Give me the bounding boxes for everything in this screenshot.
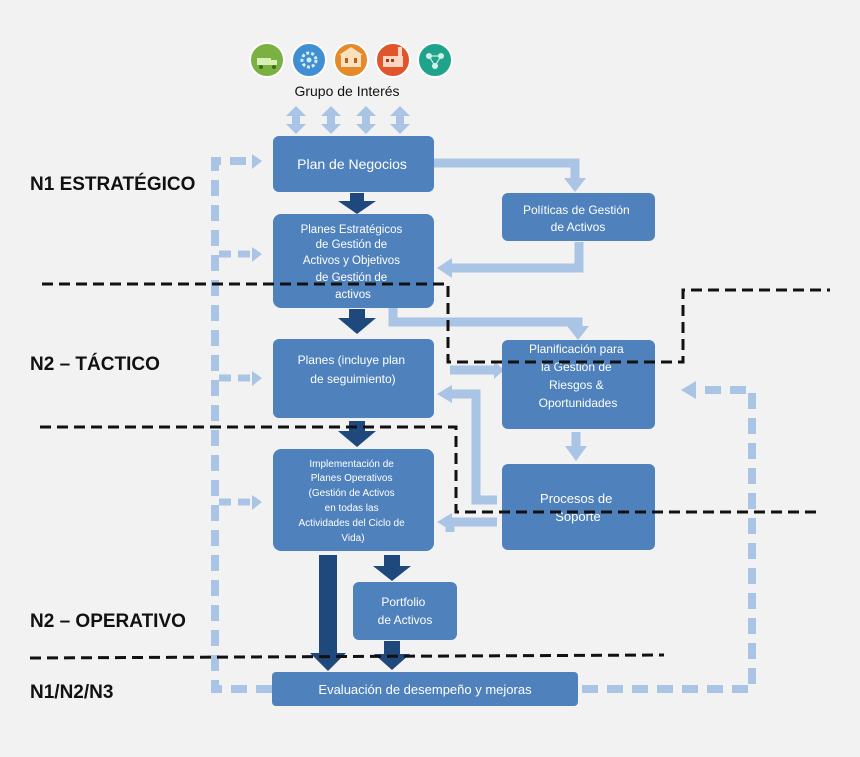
feedback-arrow-estrategicos — [252, 247, 262, 262]
level-separators — [29, 282, 830, 660]
level-label-strategic: N1 ESTRATÉGICO — [30, 173, 195, 195]
level-label-tactical: N2 – TÁCTICO — [30, 353, 160, 375]
arrowhead-implementacion — [437, 513, 452, 531]
label-evaluacion: Evaluación de desempeño y mejoras — [318, 682, 532, 697]
box-portfolio — [353, 582, 457, 640]
separator-operational-evaluation — [29, 653, 665, 660]
arrow-procesos-to-planes — [450, 389, 497, 505]
arrow-estrategicos-to-planes — [338, 309, 376, 334]
arrowhead-planes-right — [494, 361, 504, 379]
feedback-arrow-negocios — [252, 154, 262, 169]
feedback-loops — [211, 157, 756, 693]
arrow-negocios-to-politicas — [434, 158, 580, 178]
label-planes-estrategicos: Planes Estratégicos de Gestión de Activo… — [301, 224, 406, 301]
level-label-operational: N2 – OPERATIVO — [30, 611, 186, 632]
left-feedback-loop — [211, 157, 272, 693]
feedback-arrow-implementacion — [252, 495, 262, 510]
arrowhead-planes-left — [437, 385, 452, 403]
level-label-evaluation: N1/N2/N3 — [30, 682, 113, 703]
label-portfolio: Portfolio de Activos — [378, 595, 433, 627]
feedback-taps — [219, 250, 252, 506]
arrow-implementacion-to-portfolio — [373, 555, 411, 581]
building-icon — [333, 42, 369, 78]
arrow-planes-to-implementacion — [338, 421, 376, 447]
arrowhead-procesos — [565, 446, 587, 461]
stakeholder-icons — [249, 42, 453, 78]
double-arrow-4 — [390, 106, 410, 134]
double-arrow-2 — [321, 106, 341, 134]
arrowhead-politicas — [564, 178, 586, 192]
arrow-estrategicos-to-planificacion — [388, 308, 583, 328]
feedback-arrowheads — [252, 154, 696, 510]
separator-strategic-tactical — [42, 282, 830, 364]
right-feedback-loop — [582, 386, 756, 693]
double-arrow-1 — [286, 106, 306, 134]
arrowhead-estrategicos — [437, 258, 452, 278]
box-evaluacion — [272, 672, 578, 706]
separator-tactical-operational — [40, 425, 816, 514]
box-planes-estrategicos — [273, 214, 434, 308]
people-network-icon — [417, 42, 453, 78]
box-plan-negocios — [273, 136, 434, 192]
arrow-implementacion-to-evaluacion — [310, 555, 346, 671]
double-arrow-3 — [356, 106, 376, 134]
box-politicas — [502, 193, 655, 241]
arrowhead-planificacion — [567, 326, 589, 340]
arrow-politicas-to-estrategicos — [450, 242, 584, 273]
label-plan-negocios: Plan de Negocios — [297, 156, 407, 172]
arrow-negocios-to-estrategicos — [338, 193, 376, 214]
box-procesos — [502, 464, 655, 550]
feedback-arrow-planes — [252, 371, 262, 386]
box-implementacion — [273, 449, 434, 551]
label-implementacion: Implementación de Planes Operativos (Ges… — [299, 459, 408, 544]
label-planes: Planes (incluye plan de seguimiento) — [298, 353, 409, 386]
light-connectors — [388, 158, 584, 532]
arrow-procesos-to-implementacion — [445, 517, 497, 532]
label-politicas: Políticas de Gestión de Activos — [523, 203, 633, 234]
recycling-truck-icon — [249, 42, 285, 78]
label-planificacion: Planificación para la Gestión de Riesgos… — [529, 342, 627, 410]
stakeholder-arrows — [286, 106, 410, 134]
factory-icon — [375, 42, 411, 78]
gear-network-icon — [291, 42, 327, 78]
stakeholders-label: Grupo de Interés — [294, 83, 399, 99]
feedback-arrow-planificacion — [681, 381, 696, 399]
box-planes — [273, 339, 434, 418]
light-arrowheads — [437, 178, 589, 531]
